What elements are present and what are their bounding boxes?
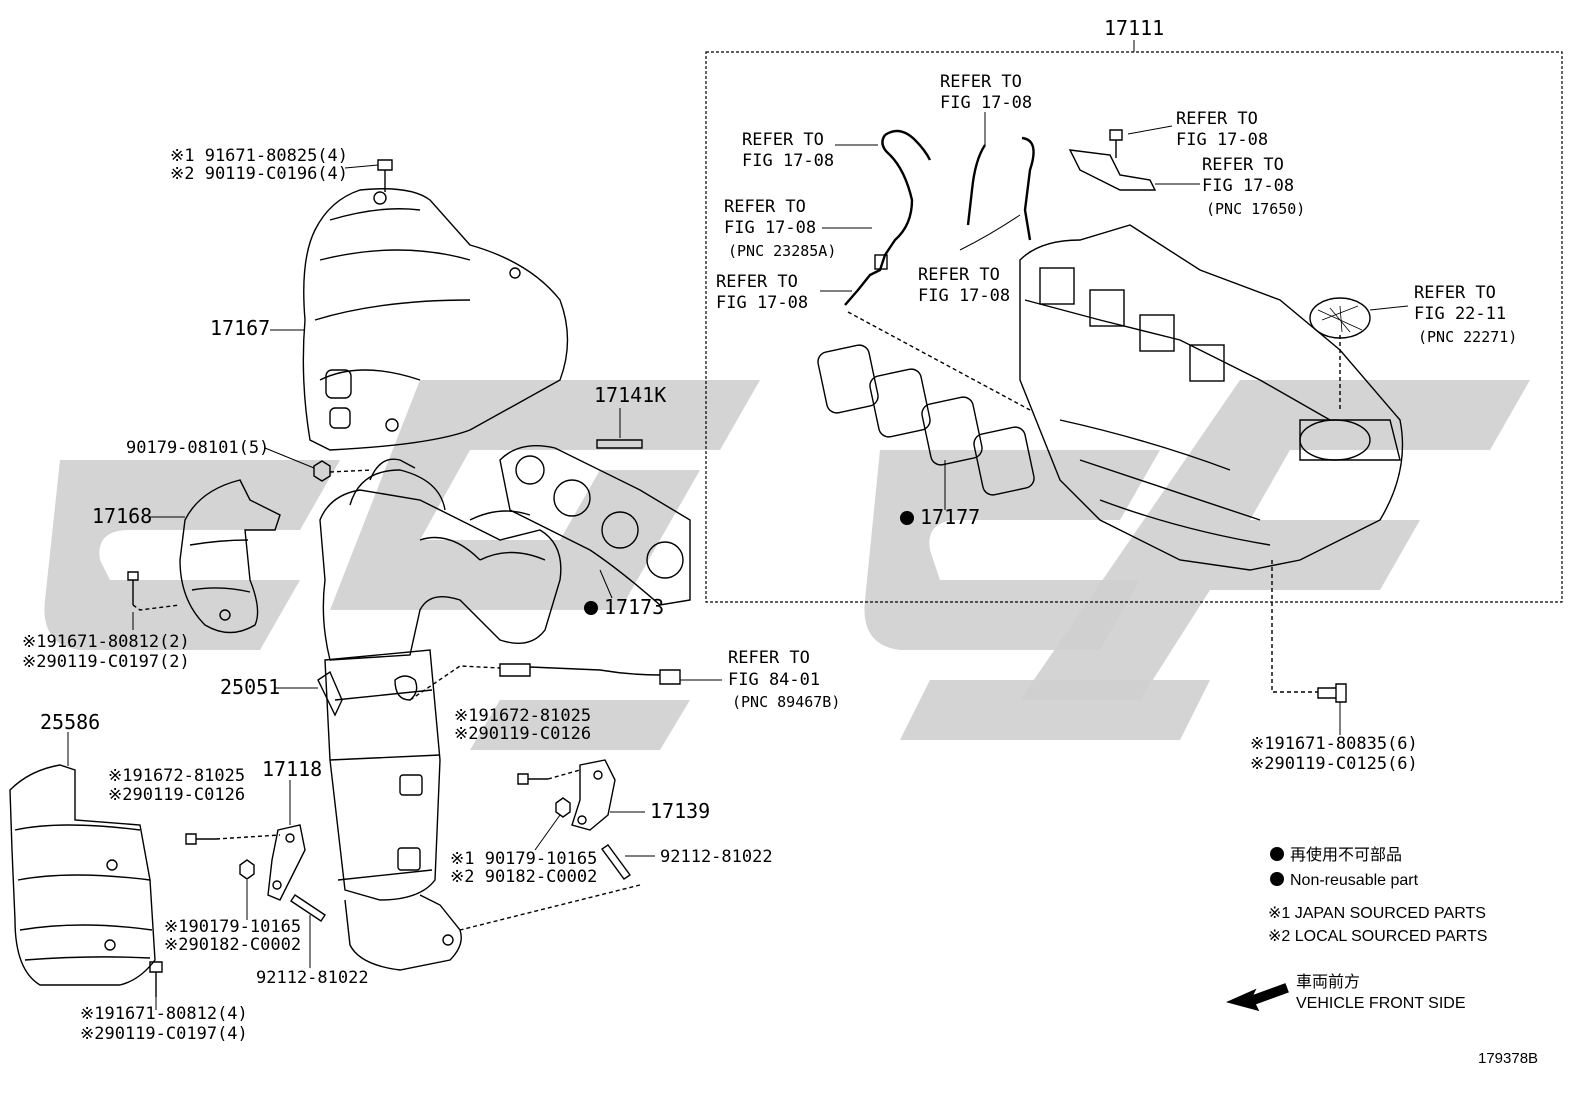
heat-insulator-17167-icon [302,188,569,451]
nut-90179-icon [313,460,331,482]
refer-label-2-line1: REFER TO [1176,109,1258,129]
legend-front-en: VEHICLE FRONT SIDE [1296,995,1466,1012]
refer-label-3-line2: FIG 17-08 [1202,176,1295,196]
legend-front-jp: 車両前方 [1296,974,1361,991]
bolt-17168-label-2: ※290119-C0197(2) [22,652,190,672]
assembly-number-17111: 17111 [1104,16,1165,40]
bolt-top-icon [377,159,393,192]
refer-label-4-pnc: (PNC 23285A) [728,242,837,260]
bolt-17118-label-2: ※290119-C0126 [108,785,246,805]
part-17173-label: 17173 [584,597,664,618]
bolt-25586-label-2: ※290119-C0197(4) [80,1024,248,1044]
non-reusable-dot-icon [900,511,914,525]
refer-label-3-line1: REFER TO [1202,155,1284,175]
refer-label-4-line2: FIG 17-08 [724,218,817,238]
hose-left-icon [844,134,914,306]
part-17168-label: 17168 [92,504,153,528]
watermark-logo [44,380,1530,750]
hose-mid-icon [966,136,1035,241]
legend-dot-icon [1270,872,1284,886]
parts-diagram-canvas [9,40,1563,1012]
line-art [9,112,1409,1012]
legend-non-reusable-jp: 再使用不可部品 [1270,845,1402,867]
insulator-17168-icon [179,479,281,634]
bracket-25051-icon [317,670,343,717]
bolt-top-label-2: ※2 90119-C0196(4) [170,164,349,184]
stay-17118-icon [267,824,306,901]
sensor-refer-pnc: (PNC 89467B) [732,693,841,711]
part-25586-label: 25586 [40,710,101,734]
non-reusable-dot-icon [584,601,598,615]
refer-label-5-line2: FIG 17-08 [716,293,809,313]
bolt-mid-label-2: ※290119-C0126 [454,724,592,744]
part-17118-label: 17118 [262,757,323,781]
legend-non-reusable-en: Non-reusable part [1270,870,1418,892]
intake-manifold-icon [1019,224,1404,571]
legend-local-sourced: ※2 LOCAL SOURCED PARTS [1268,928,1488,945]
bolt-manifold-icon [1317,683,1347,703]
exhaust-manifold-icon [319,489,562,661]
refer-label-2-line2: FIG 17-08 [1176,130,1269,150]
nut-left-icon [239,859,255,880]
heat-insulator-25586-icon [9,764,156,986]
nut-mid-label-1: ※1 90179-10165 [450,849,598,869]
legend-dot-icon [1270,847,1284,861]
gasket-17177-icon [817,344,1035,496]
nut-left-label-2: ※290182-C0002 [164,935,302,955]
legend-japan-sourced: ※1 JAPAN SOURCED PARTS [1268,905,1486,922]
stud-17141k-icon [596,439,643,449]
gasket-17173-icon [499,445,691,606]
stud-left-label: 92112-81022 [256,968,369,988]
bolt-17168-label-1: ※191671-80812(2) [22,632,190,652]
bolt-vsv-icon [1109,129,1123,158]
stud-right-label: 92112-81022 [660,847,773,867]
sensor-refer-label-1: REFER TO [728,648,810,668]
oxygen-sensor-icon [499,663,681,685]
refer-label-4-line1: REFER TO [724,197,806,217]
nut-left-label-1: ※190179-10165 [164,917,302,937]
bolt-manifold-label-1: ※191671-80835(6) [1250,734,1418,754]
part-17141k-label: 17141K [594,383,667,407]
vsv-bracket-icon [1068,149,1157,191]
bolt-mid-icon [517,773,548,785]
part-90179-label: 90179-08101(5) [126,438,270,458]
nut-mid-icon [555,797,571,818]
bolt-17168-icon [127,571,139,605]
sensor-refer-label-2: FIG 84-01 [728,670,821,690]
catalytic-converter-icon [324,649,441,901]
refer-label-1-line2: FIG 17-08 [940,93,1033,113]
refer-label-0-line1: REFER TO [742,130,824,150]
part-17177-label: 17177 [900,507,980,528]
refer-label-6-line2: FIG 17-08 [918,286,1011,306]
nut-mid-label-2: ※2 90182-C0002 [450,867,598,887]
bracket-17139-icon [571,759,616,831]
throttle-gasket-icon [1309,297,1371,339]
bolt-17118-label-1: ※191672-81025 [108,766,246,786]
stud-left-icon [290,894,326,922]
refer-label-7-line2: FIG 22-11 [1414,304,1507,324]
bolt-manifold-label-2: ※290119-C0125(6) [1250,754,1418,774]
refer-label-6-line1: REFER TO [918,265,1000,285]
stud-right-icon [601,844,631,880]
part-17139-label: 17139 [650,799,711,823]
refer-label-5-line1: REFER TO [716,272,798,292]
refer-label-7-line1: REFER TO [1414,283,1496,303]
refer-label-7-pnc: (PNC 22271) [1418,328,1518,346]
bolt-25586-label-1: ※191671-80812(4) [80,1004,248,1024]
figure-code: 179378B [1478,1050,1539,1067]
refer-label-3-pnc: (PNC 17650) [1206,200,1306,218]
vehicle-front-arrow-icon [1225,983,1289,1012]
bolt-mid-label-1: ※191672-81025 [454,706,592,726]
bolt-top-label-1: ※1 91671-80825(4) [170,146,349,166]
bolt-25586-icon [149,961,163,997]
bolt-17118-icon [185,833,216,845]
refer-label-0-line2: FIG 17-08 [742,151,835,171]
part-17167-label: 17167 [210,316,271,340]
refer-label-1-line1: REFER TO [940,72,1022,92]
part-25051-label: 25051 [220,675,281,699]
